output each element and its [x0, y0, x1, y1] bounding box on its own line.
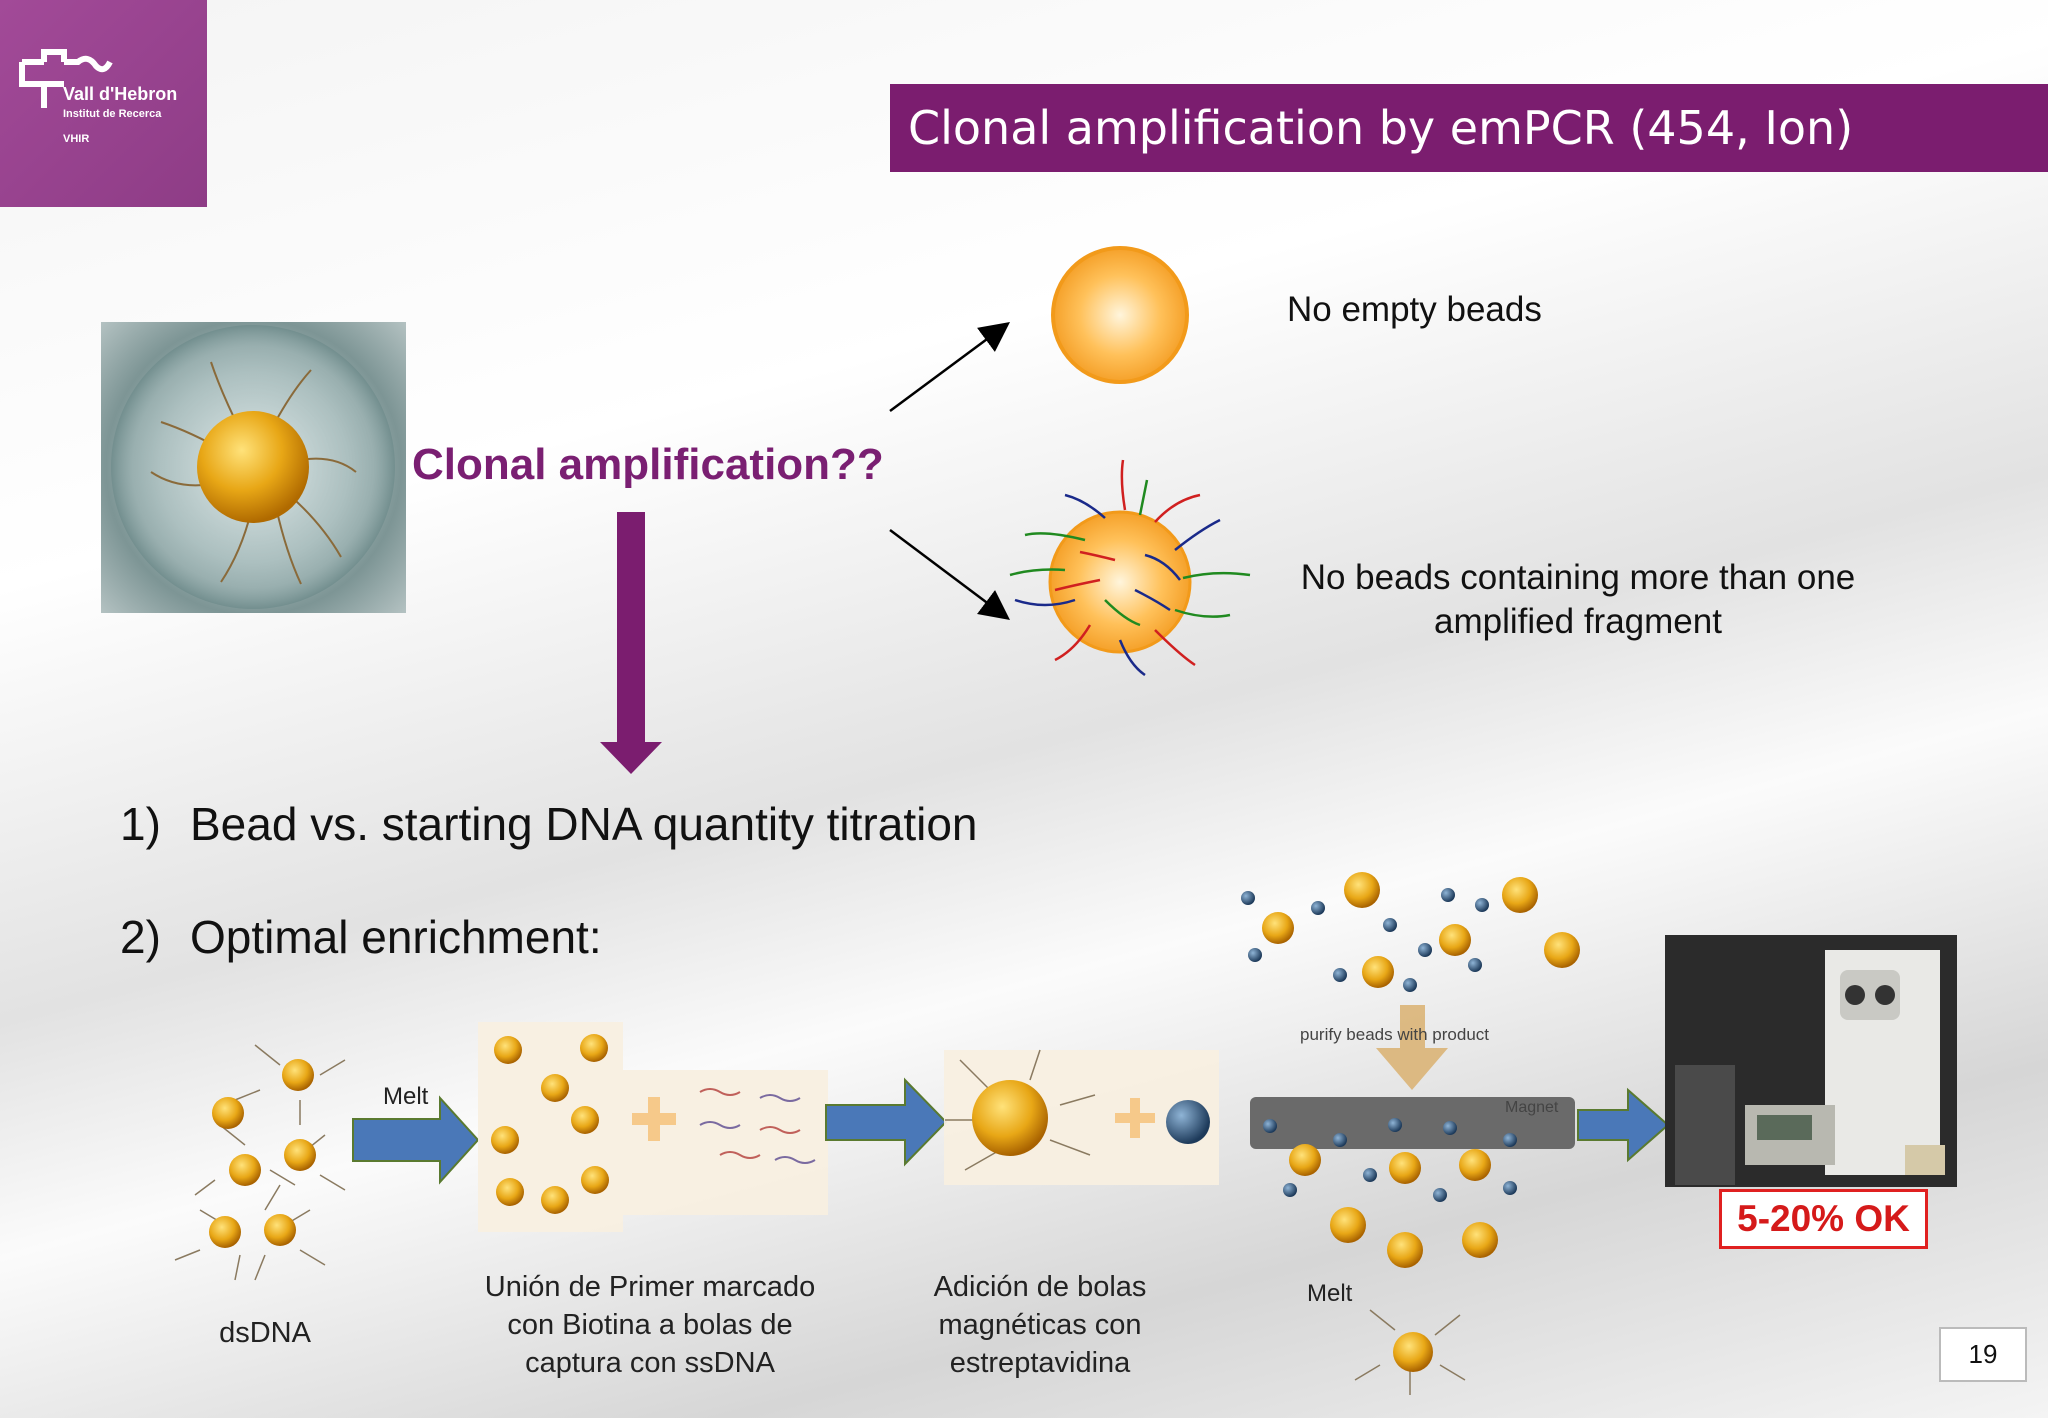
page-number: 19: [1939, 1327, 2027, 1382]
title-bar: [890, 84, 2048, 172]
enrichment-instrument-image: [1665, 935, 1957, 1187]
dsdna-beads: [174, 1044, 346, 1281]
dsdna-label: dsDNA: [219, 1317, 311, 1349]
step1-label: Unión de Primer marcado con Biotina a bo…: [484, 1271, 816, 1379]
ssdna-strands: [699, 1088, 816, 1164]
large-bead: [972, 1080, 1048, 1156]
slide-title: Clonal amplification by emPCR (454, Ion): [908, 101, 1854, 155]
purify-label: purify beads with product: [1300, 1025, 1489, 1044]
step2-label: Adición de bolas magnéticas con estrepta…: [933, 1271, 1147, 1379]
primed-bead: [945, 1049, 1096, 1171]
melted-bead: [1354, 1309, 1466, 1395]
no-multiple-fragments-text: No beads containing more than one amplif…: [1300, 558, 1856, 641]
bead-in-droplet-image: [101, 322, 406, 613]
logo-name: Vall d'Hebron: [63, 84, 178, 104]
no-empty-beads-text: No empty beads: [1287, 290, 1542, 329]
capture-beads: [491, 1034, 609, 1214]
bead-mixture: [1241, 872, 1580, 992]
multi-fragment-bead-icon: [1009, 459, 1251, 677]
process-arrow-icon: [825, 1077, 948, 1167]
arrow-up-icon: [889, 322, 1011, 413]
purify-arrow-icon: [1376, 1005, 1448, 1090]
list-item: 2)Optimal enrichment:: [120, 911, 602, 963]
final-bead: [1393, 1332, 1433, 1372]
magnetic-bead-icon: [1166, 1100, 1210, 1144]
logo-cross-icon: [19, 49, 113, 108]
magnet-label: Magnet: [1505, 1099, 1559, 1116]
logo-short: VHIR: [63, 133, 90, 145]
vhir-logo: [0, 0, 207, 207]
bound-beads: [1263, 1118, 1517, 1202]
plus-icon: [632, 1097, 676, 1141]
result-badge: 5-20% OK: [1719, 1189, 1928, 1249]
process-arrow-icon: [352, 1095, 480, 1185]
down-arrow-icon: [600, 512, 662, 774]
question-text: Clonal amplification??: [412, 440, 884, 489]
melt-label: Melt: [383, 1083, 429, 1110]
unbound-beads: [1330, 1207, 1498, 1268]
arrow-down-icon: [889, 529, 1010, 620]
list-item: 1)Bead vs. starting DNA quantity titrati…: [120, 798, 978, 850]
process-arrow-icon: [1577, 1087, 1670, 1163]
plus-icon: [1115, 1098, 1155, 1138]
magnet-bar: [1250, 1097, 1575, 1149]
empty-bead-icon: [1051, 246, 1189, 384]
melt2-label: Melt: [1307, 1280, 1353, 1307]
logo-subtitle: Institut de Recerca: [63, 108, 162, 120]
